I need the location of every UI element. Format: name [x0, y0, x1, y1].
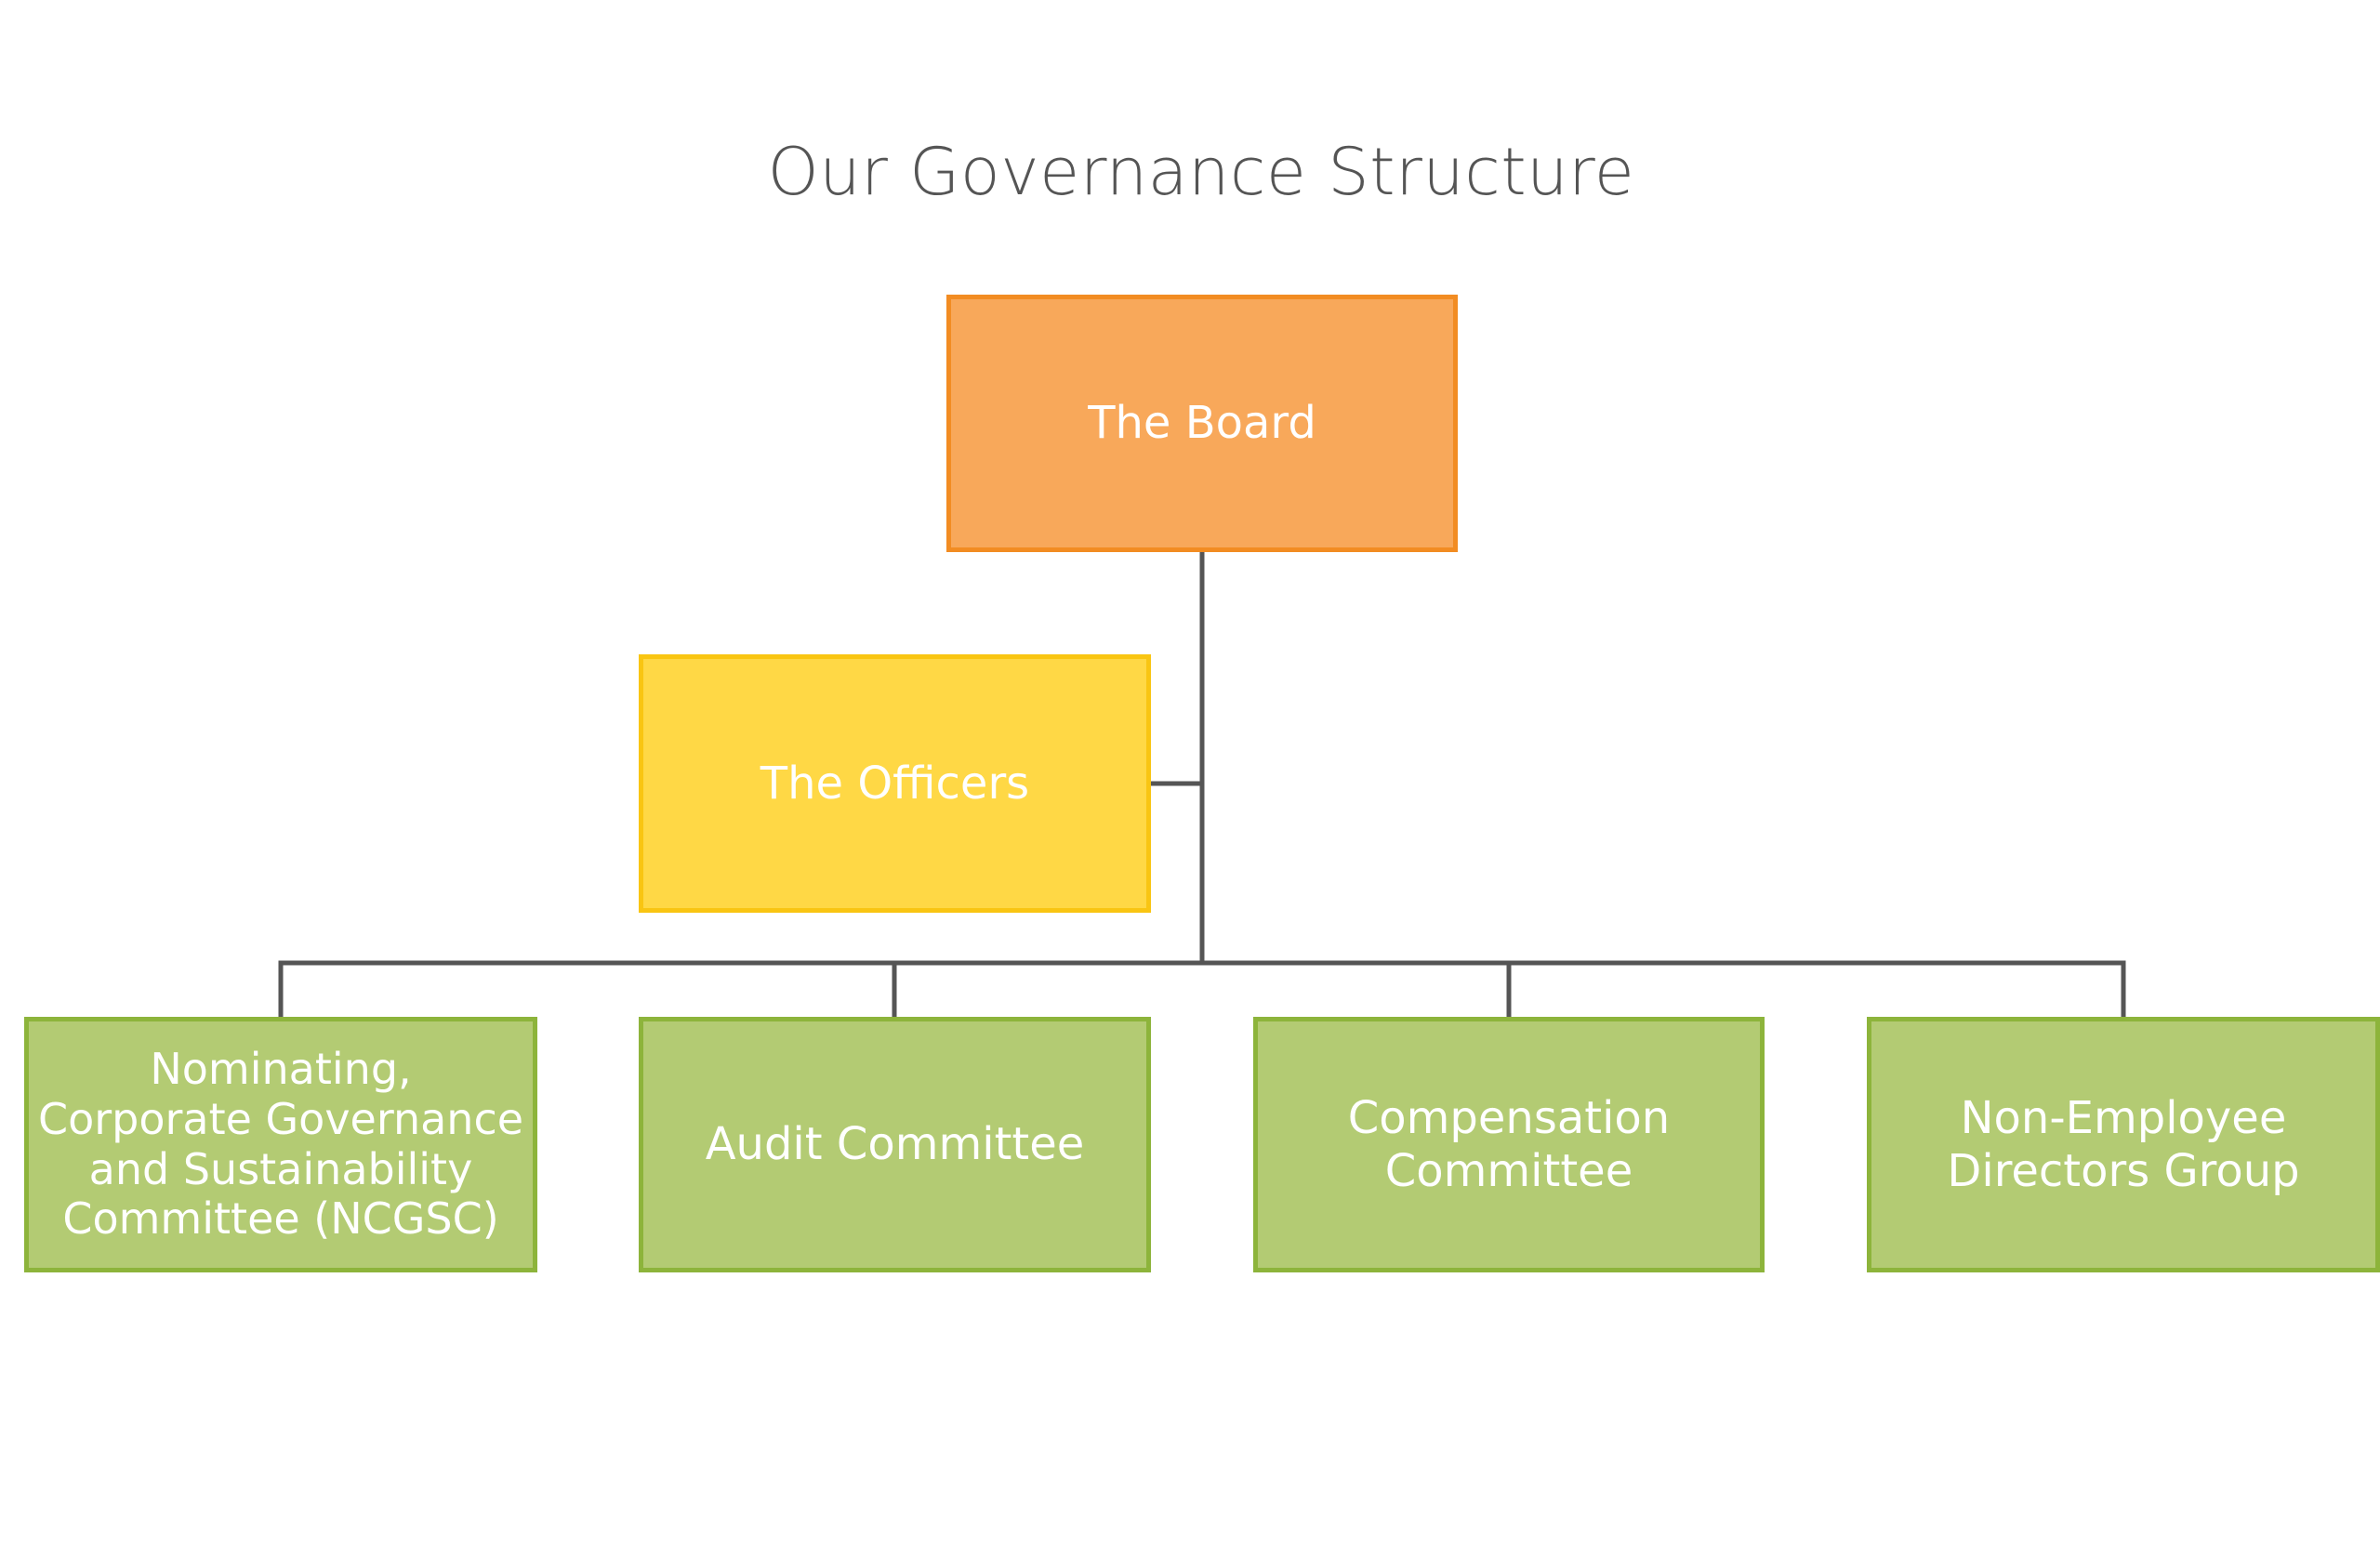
- node-board-label: The Board: [1088, 397, 1316, 450]
- diagram-title: Our Governance Structure: [767, 134, 1635, 210]
- node-non-employee-directors-group: Non-Employee Directors Group: [1867, 1017, 2380, 1272]
- node-officers-label: The Officers: [760, 757, 1030, 810]
- node-non-employee-directors-group-label: Non-Employee Directors Group: [1947, 1092, 2300, 1197]
- node-board: The Board: [946, 295, 1458, 552]
- connector-group: [278, 549, 2126, 1020]
- node-officers: The Officers: [639, 654, 1151, 913]
- node-audit-committee-label: Audit Committee: [705, 1118, 1085, 1171]
- node-compensation-committee-label: Compensation Committee: [1347, 1092, 1671, 1197]
- node-ncgsc: Nominating, Corporate Governance and Sus…: [24, 1017, 537, 1272]
- node-ncgsc-label: Nominating, Corporate Governance and Sus…: [37, 1043, 524, 1245]
- node-compensation-committee: Compensation Committee: [1253, 1017, 1765, 1272]
- node-audit-committee: Audit Committee: [639, 1017, 1151, 1272]
